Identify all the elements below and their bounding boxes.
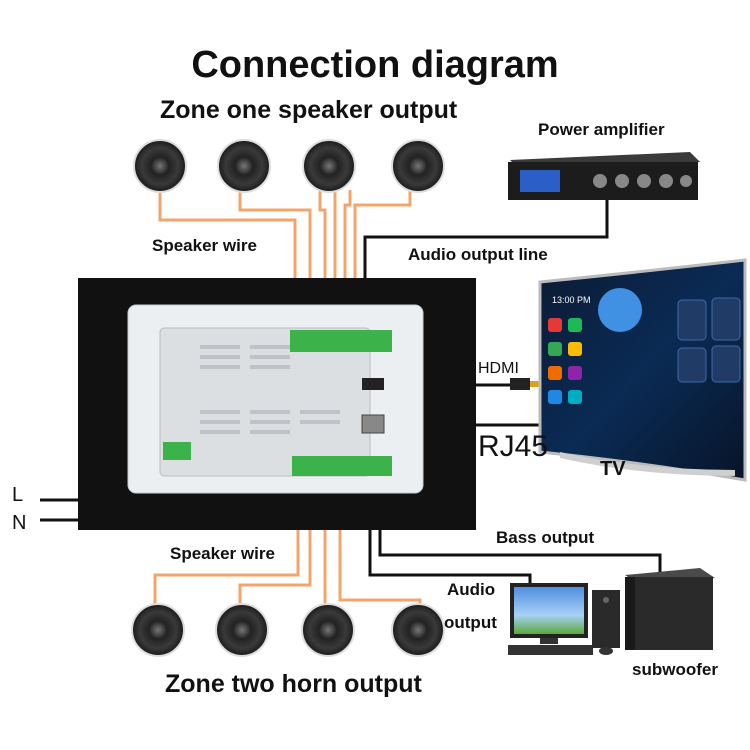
tv-label: TV <box>600 458 626 480</box>
page-title: Connection diagram <box>191 44 559 86</box>
hdmi-plug <box>510 378 530 390</box>
zone-one-speakers <box>133 139 445 193</box>
tv-app-icons <box>548 318 582 404</box>
hdmi-label: HDMI <box>478 360 519 377</box>
hdmi-plug-tip <box>530 381 540 387</box>
power-amplifier-label: Power amplifier <box>538 120 665 139</box>
zone-one-speaker-wires <box>158 190 412 330</box>
power-n-label: N <box>12 512 27 534</box>
audio-output-label-line2: output <box>444 613 497 632</box>
module-vents <box>200 345 340 434</box>
subwoofer-label: subwoofer <box>632 660 718 679</box>
subwoofer <box>625 568 715 650</box>
tv-side-tiles <box>677 297 741 383</box>
tv-screen-time: 13:00 PM <box>552 295 591 305</box>
speaker-wire-top-label: Speaker wire <box>152 236 257 255</box>
bass-output-label: Bass output <box>496 528 595 547</box>
zone-two-label: Zone two horn output <box>165 670 422 698</box>
audio-output-label-line1: Audio <box>447 580 496 599</box>
rj45-label: RJ45 <box>478 430 549 463</box>
power-amplifier <box>508 152 700 200</box>
top-terminal-block <box>290 330 392 352</box>
speaker-wire-bottom-label: Speaker wire <box>170 544 275 563</box>
audio-output-line-label: Audio output line <box>408 245 548 264</box>
power-l-label: L <box>12 484 24 506</box>
computer <box>508 583 620 655</box>
zone-two-speakers <box>131 603 445 657</box>
power-terminal-block <box>163 442 191 460</box>
bottom-terminal-block <box>292 456 392 476</box>
hdmi-port <box>362 378 384 390</box>
tv: 13:00 PM <box>538 258 747 482</box>
rj45-port <box>361 414 385 434</box>
zone-one-label: Zone one speaker output <box>160 96 458 124</box>
